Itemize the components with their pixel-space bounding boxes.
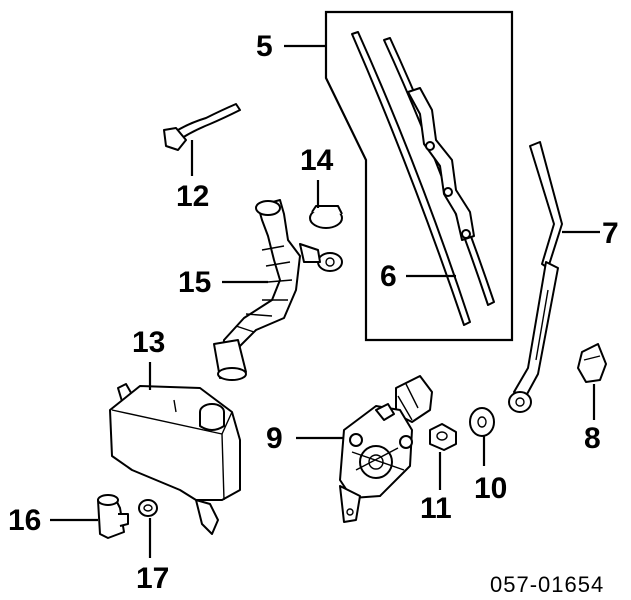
wiper-arm-drawing bbox=[508, 141, 563, 413]
nozzle-drawing bbox=[163, 103, 241, 151]
filler-cap-drawing bbox=[309, 205, 343, 229]
filler-hose-drawing bbox=[213, 199, 343, 381]
washer-pump-drawing bbox=[97, 494, 129, 539]
callout-7: 7 bbox=[602, 217, 619, 250]
callout-17: 17 bbox=[136, 562, 169, 595]
callout-8: 8 bbox=[584, 422, 601, 455]
wiper-blade-drawing bbox=[351, 31, 495, 326]
pivot-cap-drawing bbox=[577, 343, 607, 383]
washer-tank-drawing bbox=[109, 383, 241, 535]
bushing-drawing bbox=[469, 407, 495, 437]
callout-12: 12 bbox=[176, 180, 209, 213]
callout-6: 6 bbox=[380, 260, 397, 293]
callout-10: 10 bbox=[474, 472, 507, 505]
wiper-motor-drawing bbox=[339, 375, 433, 523]
callout-13: 13 bbox=[132, 326, 165, 359]
callout-15: 15 bbox=[178, 266, 211, 299]
blade-assembly-box bbox=[324, 10, 514, 342]
nut-drawing bbox=[429, 423, 457, 451]
callout-5: 5 bbox=[256, 30, 273, 63]
leader-lines bbox=[50, 44, 600, 558]
callout-9: 9 bbox=[266, 422, 283, 455]
callout-16: 16 bbox=[8, 504, 41, 537]
grommet-drawing bbox=[138, 499, 158, 517]
callout-14: 14 bbox=[300, 144, 334, 177]
diagram-code: 057-01654 bbox=[490, 572, 604, 597]
callout-11: 11 bbox=[420, 492, 452, 525]
